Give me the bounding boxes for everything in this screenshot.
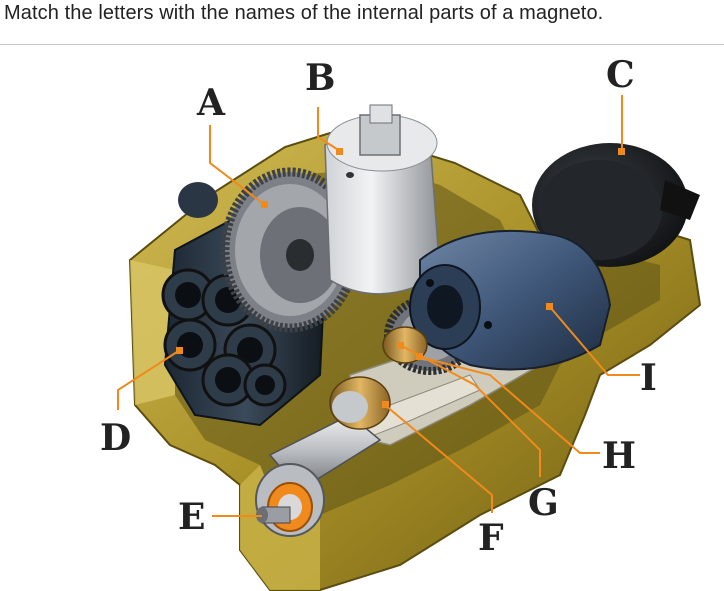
part-i-shape [409,229,612,371]
label-g: G [528,482,559,524]
leader-a [209,125,266,206]
label-f: F [478,517,504,559]
label-e: E [178,496,205,538]
leader-h [419,356,600,454]
leader-g [399,344,541,477]
leader-lines [117,95,640,517]
leader-i [549,306,640,376]
divider [0,44,724,45]
label-c: C [606,54,635,96]
leader-dots [176,148,625,408]
leader-f [384,404,493,513]
label-a: A [196,82,226,124]
part-e-shape [255,463,325,537]
leader-b [317,107,341,152]
label-d: D [100,417,131,459]
left-stub [178,182,218,218]
question-text: Match the letters with the names of the … [4,2,604,24]
magneto-diagram: A B C D E F G H I [100,54,702,591]
leader-d [117,349,181,410]
label-h: H [602,435,636,477]
part-b-shape [324,104,441,295]
label-b: B [305,57,335,99]
part-c-shape [532,143,700,267]
label-i: I [640,357,657,399]
